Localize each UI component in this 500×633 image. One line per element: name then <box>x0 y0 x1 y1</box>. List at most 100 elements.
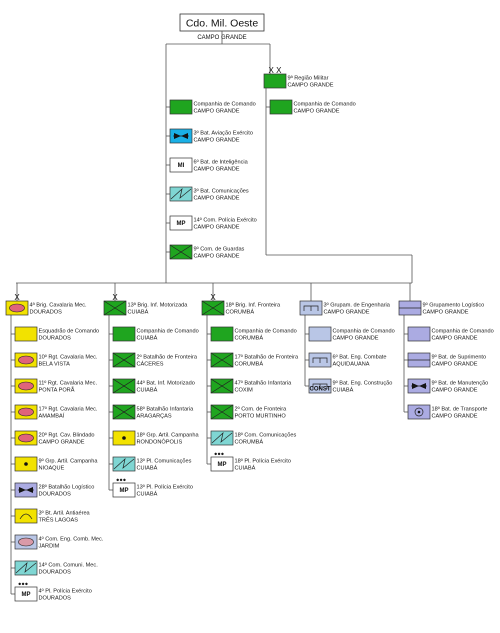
unit-place: CUIABÁ <box>137 335 158 342</box>
unit-symbol-box <box>269 99 293 115</box>
unit-node: 17º Rgt. Cavalaria Mec.AMAMBAÍ <box>14 404 98 420</box>
unit-place: CAMPO GRANDE <box>194 109 240 115</box>
unit-place: ARAGARÇAS <box>137 414 172 420</box>
unit-name: 9º Com. de Guardas <box>194 246 245 253</box>
unit-place: CAMPO GRANDE <box>194 225 240 231</box>
unit-name: 13º Pl. Comunicações <box>137 458 192 465</box>
unit-place: CORUMBÁ <box>235 361 264 368</box>
unit-name: 3º Grupam. de Engenharia <box>324 302 391 309</box>
unit-place: CAMPO GRANDE <box>39 440 85 446</box>
root-title: Cdo. Mil. Oeste <box>186 18 259 30</box>
unit-name: 9º Bat. Eng. Construção <box>333 380 393 387</box>
unit-name: 14º Com. Polícia Exército <box>194 217 257 224</box>
unit-symbol-box <box>169 99 193 115</box>
unit-place: DOURADOS <box>39 570 72 576</box>
unit-name: Companhia de Comando <box>235 329 297 335</box>
signal-zigzag-icon <box>15 561 37 574</box>
symbol-text: MP <box>177 221 186 227</box>
unit-place: BELA VISTA <box>39 362 71 368</box>
symbol-text: MP <box>22 592 31 598</box>
unit-name: 20º Rgt. Cav. Blindado <box>39 432 95 439</box>
signal-zigzag-icon <box>211 431 233 444</box>
armored-oval-icon <box>18 537 34 547</box>
signal-zigzag-icon <box>170 187 192 200</box>
infantry-cross-icon <box>201 300 225 316</box>
unit-symbol-box <box>14 508 38 524</box>
infantry-cross-icon <box>169 244 193 260</box>
symbol-text: MP <box>218 462 227 468</box>
unit-place: CAMPO GRANDE <box>324 310 370 316</box>
size-dots: ●●● <box>18 582 28 588</box>
unit-name: Companhia de Comando <box>137 329 199 335</box>
unit-place: PONTA PORÃ <box>39 387 75 394</box>
engineer-bridge-icon <box>312 357 328 363</box>
unit-symbol-box <box>210 456 234 472</box>
unit-symbol-box <box>169 157 193 173</box>
unit-place: DOURADOS <box>39 492 72 498</box>
unit-place: CÁCERES <box>137 361 164 368</box>
artillery-dot-icon <box>122 436 126 440</box>
unit-node: X4ª Brig. Cavalaria Mec.DOURADOS <box>5 293 88 316</box>
unit-name: 9º Bat. de Suprimento <box>432 354 487 361</box>
unit-name: 18ª Brig. Inf. Fronteira <box>226 302 282 309</box>
size-mark: X <box>112 293 118 302</box>
size-mark: X <box>210 293 216 302</box>
unit-symbol-box <box>407 326 431 342</box>
unit-place: CAMPO GRANDE <box>432 362 478 368</box>
unit-place: CAMPO GRANDE <box>432 388 478 394</box>
unit-place: CAMPO GRANDE <box>194 196 240 202</box>
unit-place: DOURADOS <box>39 336 72 342</box>
unit-name: 13ª Brig. Inf. Motorizada <box>128 302 189 309</box>
size-mark: X X <box>269 66 283 75</box>
unit-place: CAMPO GRANDE <box>432 414 478 420</box>
signal-zigzag-icon <box>113 457 135 470</box>
unit-place: CUIABÁ <box>333 387 354 394</box>
unit-name: 4ª Brig. Cavalaria Mec. <box>30 302 88 309</box>
unit-symbol-box <box>308 326 332 342</box>
unit-place: CAMPO GRANDE <box>288 83 334 89</box>
unit-symbol-box <box>112 326 136 342</box>
armored-oval-icon <box>18 355 34 365</box>
unit-place: CAMPO GRANDE <box>423 310 469 316</box>
unit-place: CUIABÁ <box>137 387 158 394</box>
infantry-cross-icon <box>112 378 136 394</box>
unit-node: 10º Rgt. Cavalaria Mec.BELA VISTA <box>14 352 98 368</box>
engineer-bridge-icon <box>303 305 319 311</box>
unit-place: TRÊS LAGOAS <box>39 516 79 524</box>
unit-name: 58º Batalhão Infantaria <box>137 406 195 413</box>
infantry-cross-icon <box>103 300 127 316</box>
unit-place: CAMPO GRANDE <box>432 336 478 342</box>
unit-place: CAMPO GRANDE <box>333 336 379 342</box>
armored-oval-icon <box>18 407 34 417</box>
unit-symbol-box <box>14 586 38 602</box>
unit-symbol-box <box>169 215 193 231</box>
symbol-text: MI <box>178 163 185 169</box>
unit-name: 44º Bat. Inf. Motorizado <box>137 380 195 387</box>
armored-oval-icon <box>18 433 34 443</box>
infantry-cross-icon <box>112 352 136 368</box>
unit-place: PORTO MURTINHO <box>235 414 287 420</box>
antiaircraft-arc-icon <box>19 513 33 520</box>
size-mark: X <box>14 293 20 302</box>
unit-place: CORUMBÁ <box>235 439 264 446</box>
unit-name: Esquadrão de Comando <box>39 329 100 335</box>
unit-name: 18º Com. Comunicações <box>235 432 297 439</box>
